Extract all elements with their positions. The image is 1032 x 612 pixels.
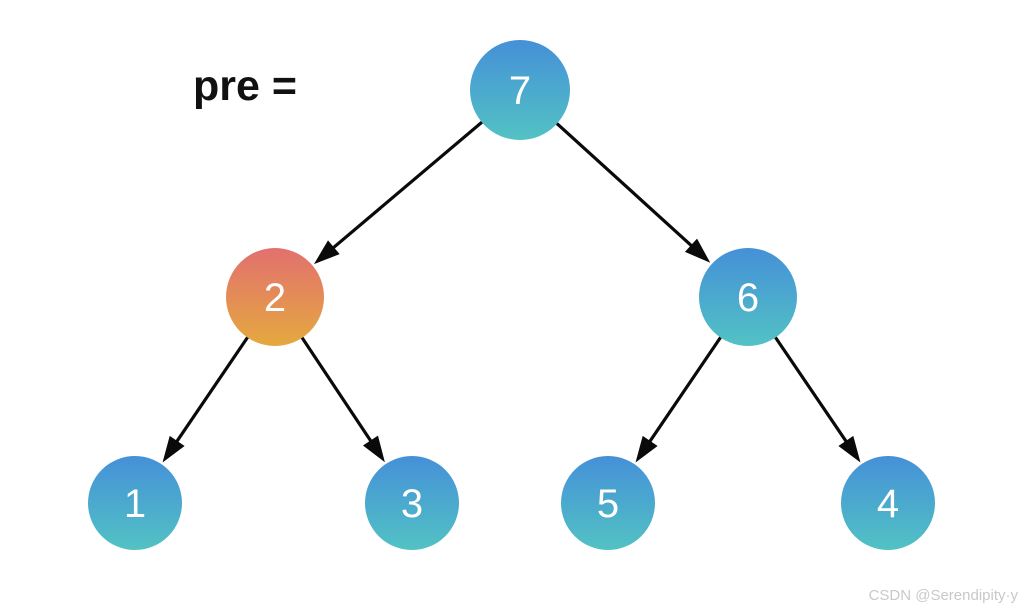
- tree-node[interactable]: 3: [365, 456, 459, 550]
- edges-layer: [162, 119, 861, 463]
- tree-node[interactable]: 7: [470, 40, 570, 140]
- tree-node[interactable]: 4: [841, 456, 935, 550]
- node-value: 6: [737, 276, 759, 320]
- nodes-layer: 7 2 6 1 3 5 4: [88, 40, 935, 550]
- node-value: 5: [597, 482, 619, 526]
- node-value: 3: [401, 482, 423, 526]
- tree-edge: [554, 121, 711, 263]
- node-circle[interactable]: [561, 456, 655, 550]
- tree-edge: [773, 334, 861, 463]
- node-circle[interactable]: [365, 456, 459, 550]
- node-value: 2: [264, 276, 286, 320]
- watermark: CSDN @Serendipity·y: [868, 587, 1018, 604]
- edge-arrowhead: [162, 435, 185, 463]
- edge-line: [172, 334, 250, 447]
- tree-edge: [313, 119, 485, 265]
- edge-line: [328, 119, 485, 253]
- edge-line: [773, 334, 851, 447]
- tree-node[interactable]: 5: [561, 456, 655, 550]
- pre-label: pre =: [193, 62, 297, 110]
- edge-arrowhead: [684, 238, 711, 263]
- node-value: 7: [509, 69, 531, 113]
- node-circle[interactable]: [226, 248, 324, 346]
- edge-arrowhead: [635, 435, 658, 463]
- node-circle[interactable]: [841, 456, 935, 550]
- tree-node[interactable]: 1: [88, 456, 182, 550]
- node-value: 1: [124, 482, 146, 526]
- tree-node[interactable]: 2: [226, 248, 324, 346]
- edge-arrowhead: [362, 435, 385, 463]
- edge-arrowhead: [313, 240, 340, 265]
- edge-line: [554, 121, 697, 251]
- node-circle[interactable]: [470, 40, 570, 140]
- tree-edge: [162, 334, 250, 463]
- node-circle[interactable]: [699, 248, 797, 346]
- tree-node[interactable]: 6: [699, 248, 797, 346]
- tree-edge: [299, 335, 385, 463]
- node-circle[interactable]: [88, 456, 182, 550]
- edge-line: [299, 335, 376, 447]
- tree-edge: [635, 334, 723, 463]
- edge-line: [645, 334, 723, 447]
- edge-arrowhead: [838, 435, 861, 463]
- node-value: 4: [877, 482, 899, 526]
